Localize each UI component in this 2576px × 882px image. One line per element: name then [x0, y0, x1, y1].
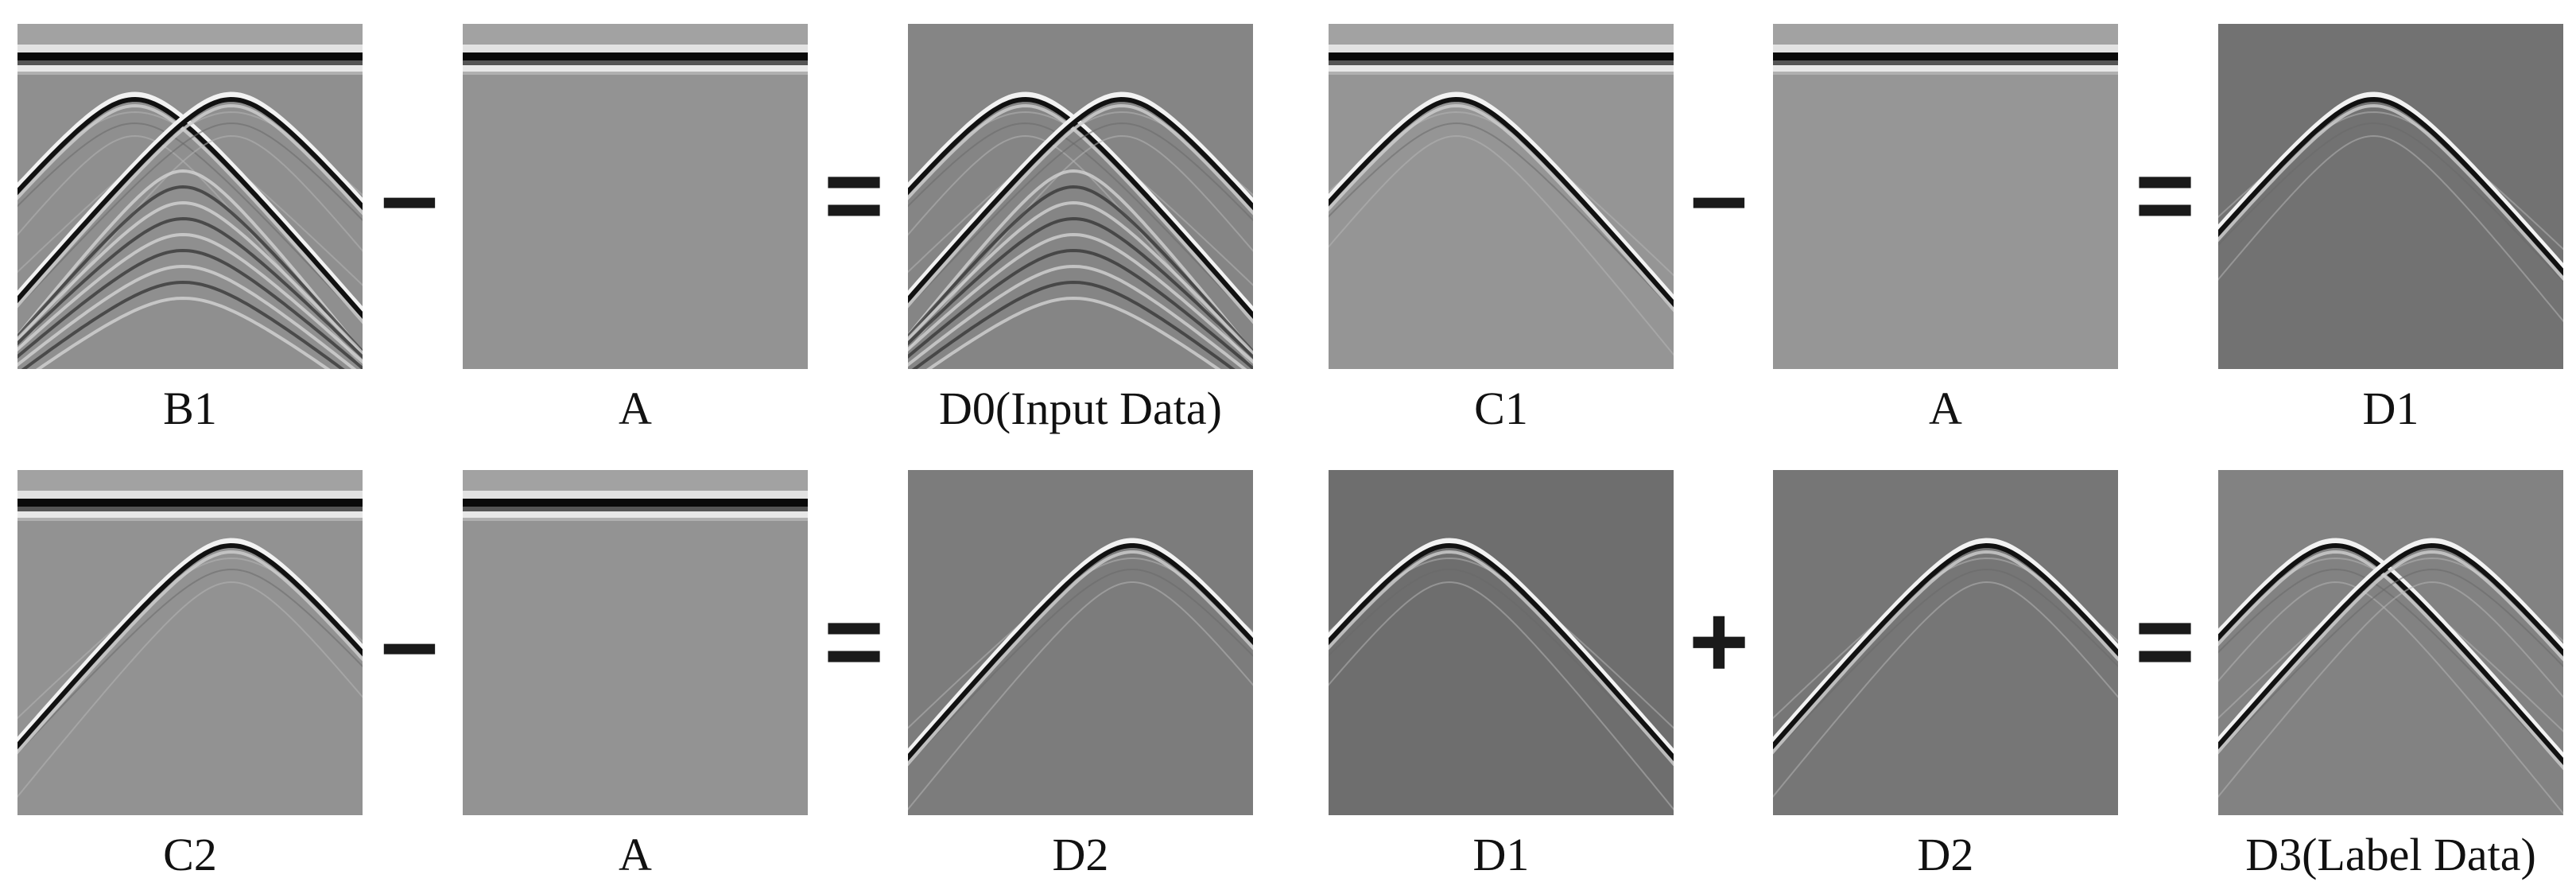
panel-d3: [2218, 470, 2563, 815]
panel-caption-b1: B1: [163, 383, 217, 434]
panel-c2: [17, 470, 363, 815]
clutter-reflections: [908, 169, 1253, 369]
direct-wave-band: [17, 470, 363, 521]
panel-caption-d3: D3(Label Data): [2245, 829, 2536, 880]
radargram-a: [463, 24, 808, 369]
plus-sign: +: [1689, 583, 1749, 699]
direct-wave-band: [463, 470, 808, 521]
radargram-d0: [908, 24, 1253, 369]
equals-sign: =: [824, 137, 884, 253]
panel-d0: [908, 24, 1253, 369]
minus-sign: –: [380, 583, 439, 699]
direct-wave-band: [463, 24, 808, 75]
hyperbola-2: [2218, 538, 2563, 798]
panel-caption-d0: D0(Input Data): [939, 383, 1222, 434]
minus-sign: –: [380, 137, 439, 253]
panel-caption-a: A: [1929, 383, 1962, 434]
panel-caption-a: A: [619, 383, 652, 434]
panel-caption-c2: C2: [163, 829, 217, 880]
direct-wave-band: [1773, 24, 2118, 75]
hyperbola-1: [17, 538, 363, 798]
panel-b1: [17, 24, 363, 369]
radargram-a: [463, 470, 808, 815]
radargram-d2: [1773, 470, 2118, 815]
panel-d2: [1773, 470, 2118, 815]
minus-sign: –: [1690, 137, 1748, 253]
panel-caption-a: A: [619, 829, 652, 880]
radargram-d2: [908, 470, 1253, 815]
hyperbola-2: [17, 91, 363, 352]
hyperbola-1: [1773, 538, 2118, 798]
radargram-c1: [1329, 24, 1674, 369]
panel-caption-d2: D2: [1917, 829, 1974, 880]
radargram-d1: [1329, 470, 1674, 815]
panel-caption-d1: D1: [2362, 383, 2419, 434]
radargram-c2: [17, 470, 363, 815]
radargram-d1: [2218, 24, 2563, 369]
direct-wave-band: [1329, 24, 1674, 75]
equals-sign: =: [2135, 137, 2195, 253]
panel-a: [463, 24, 808, 369]
panel-caption-d2: D2: [1052, 829, 1109, 880]
panel-caption-c1: C1: [1474, 383, 1528, 434]
hyperbola-1: [2218, 91, 2563, 323]
panel-a: [1773, 24, 2118, 369]
panel-a: [463, 470, 808, 815]
radargram-a: [1773, 24, 2118, 369]
panel-caption-d1: D1: [1472, 829, 1530, 880]
radargram-d3: [2218, 470, 2563, 815]
hyperbola-1: [1329, 538, 1674, 811]
hyperbola-1: [908, 538, 1253, 811]
panel-d1: [2218, 24, 2563, 369]
panel-c1: [1329, 24, 1674, 369]
direct-wave-band: [17, 24, 363, 75]
panel-d1: [1329, 470, 1674, 815]
hyperbola-2: [908, 91, 1253, 352]
hyperbola-1: [1329, 91, 1674, 356]
clutter-reflections: [17, 169, 363, 369]
equals-sign: =: [2135, 583, 2195, 699]
panel-d2: [908, 470, 1253, 815]
radargram-b1: [17, 24, 363, 369]
equals-sign: =: [824, 583, 884, 699]
